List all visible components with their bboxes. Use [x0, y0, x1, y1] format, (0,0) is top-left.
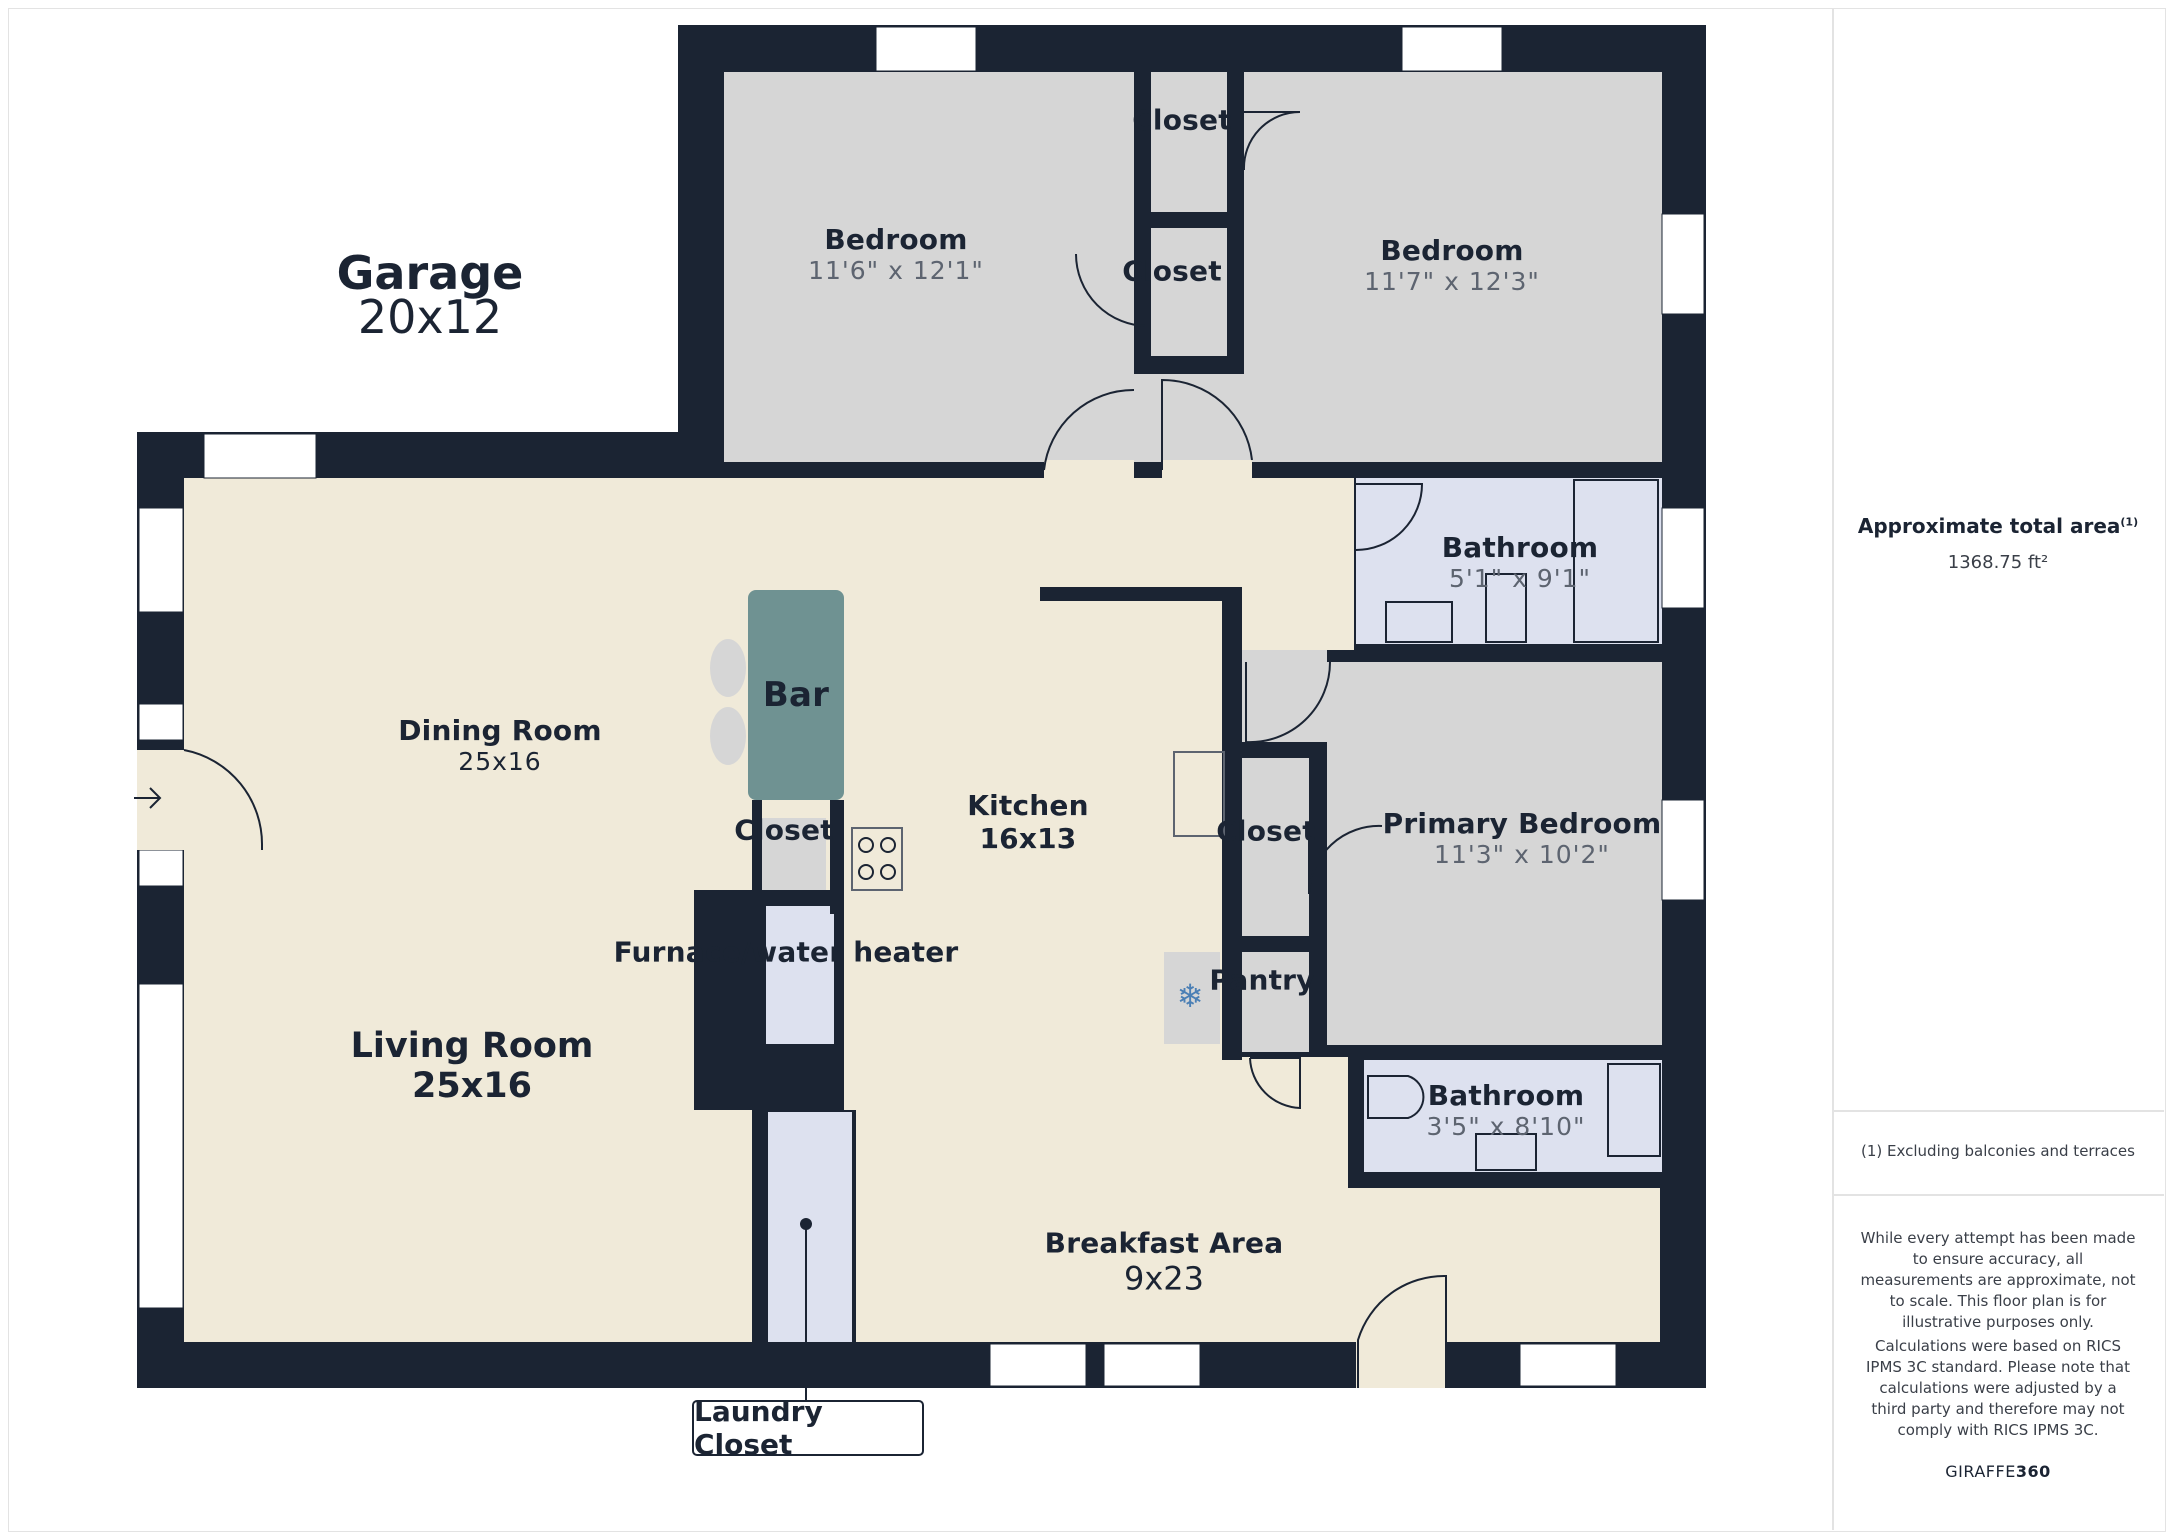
kitchen-label: Kitchen 16x13: [967, 789, 1089, 855]
stove: [851, 827, 903, 891]
bedroom-2-floor: [1244, 72, 1662, 462]
bar-stool-1: [710, 639, 746, 697]
breakfast-door-opening: [1356, 1342, 1446, 1388]
kitchen-sink: [1173, 751, 1225, 837]
disclaimer-accuracy: While every attempt has been made to ens…: [1860, 1229, 2136, 1331]
hall-floor: [1134, 374, 1244, 462]
bedroom-2-label: Bedroom 11'7" x 12'3": [1364, 234, 1540, 296]
page-frame: [8, 8, 2166, 1532]
main-entry-opening: [137, 750, 184, 850]
breakfast-area-label: Breakfast Area 9x23: [1044, 1226, 1284, 1298]
closet-3-label: Closet: [734, 813, 834, 847]
area-title: Approximate total area(1): [1857, 514, 2139, 538]
sidebar-divider: [1832, 8, 1834, 1530]
closet-4-floor: [1241, 758, 1309, 936]
dining-room-label: Dining Room 25x16: [398, 714, 602, 776]
bedroom-1-label: Bedroom 11'6" x 12'1": [808, 223, 984, 285]
pantry-floor: [1241, 952, 1309, 1052]
windows: [138, 26, 1705, 1387]
bathroom-1-label: Bathroom 5'1" x 9'1": [1441, 531, 1599, 593]
laundry-closet-callout: Laundry Closet: [692, 1395, 924, 1461]
closet-3-floor: [762, 818, 826, 892]
kitchen-wall-top: [1040, 587, 1242, 601]
closet-4-label: Closet: [1216, 814, 1316, 848]
bar-label: Bar: [762, 675, 830, 715]
entry-arrow-icon: [134, 787, 162, 809]
living-floor: [184, 478, 1660, 1342]
closet-2-floor: [1151, 228, 1227, 356]
laundry-callout-dot: [800, 1218, 812, 1230]
primary-bedroom-floor: [1327, 662, 1662, 1045]
sidebar-rule-2: [1832, 1194, 2164, 1196]
closet-1-floor: [1151, 72, 1227, 212]
closet-2-label: Closet: [1122, 254, 1222, 288]
primary-bedroom-label: Primary Bedroom 11'3" x 10'2": [1382, 807, 1662, 869]
furnace-closet-floor: [766, 906, 834, 1044]
pantry-label: Pantry: [1209, 963, 1315, 997]
disclaimer-calculation: Calculations were based on RICS IPMS 3C …: [1865, 1337, 2131, 1439]
door-swings: [183, 111, 1447, 1388]
snowflake-icon: ❄: [1176, 977, 1204, 1015]
bar-counter: [748, 590, 844, 800]
area-value: 1368.75 ft²: [1947, 552, 2049, 573]
bedroom-1-door-opening: [1044, 460, 1134, 480]
bathroom-fixtures: [1367, 479, 1661, 1171]
brand-logo: GIRAFFE360: [1945, 1462, 2051, 1481]
bedroom-2-door-opening: [1162, 460, 1252, 480]
closet-1-label: Closet: [1132, 103, 1232, 137]
sidebar-rule-1: [1832, 1110, 2164, 1112]
garage-label: Garage 20x12: [336, 246, 524, 344]
living-room-label: Living Room 25x16: [350, 1026, 594, 1106]
primary-entry-floor: [1241, 650, 1327, 742]
bedroom-1-floor: [724, 72, 1134, 462]
bar-stool-2: [710, 707, 746, 765]
area-footnote: (1) Excluding balconies and terraces: [1861, 1142, 2135, 1160]
kitchen-wall-right: [1222, 590, 1242, 1060]
closet-3-wall-right: [830, 800, 844, 914]
bathroom-2-label: Bathroom 3'5" x 8'10": [1426, 1079, 1586, 1141]
closet-3-wall-left: [752, 800, 762, 890]
furnace-label: Furnace/water heater: [613, 935, 959, 969]
area-footnote-mark: (1): [2120, 515, 2139, 529]
refrigerator: [1164, 952, 1220, 1044]
bathroom-1-floor: [1356, 478, 1662, 644]
